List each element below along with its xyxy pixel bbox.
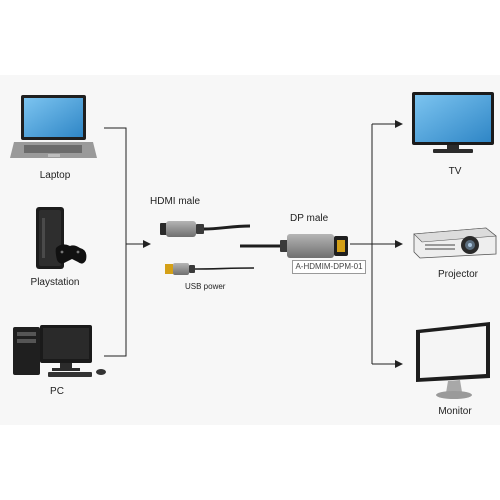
usb-power-cable xyxy=(165,263,255,275)
output-bracket-line xyxy=(350,120,403,368)
source-bracket-line xyxy=(104,127,151,357)
dp-male-label: DP male xyxy=(290,213,329,224)
game-console-icon xyxy=(36,207,87,269)
dp-adapter xyxy=(239,234,348,258)
pc-label: PC xyxy=(50,386,64,397)
desktop-pc-icon xyxy=(13,325,106,377)
projector-icon xyxy=(413,227,497,259)
hdmi-male-label: HDMI male xyxy=(150,196,201,207)
laptop-icon xyxy=(10,95,97,158)
monitor-icon xyxy=(416,322,490,399)
model-code-label: A-HDMIM-DPM-01 xyxy=(292,260,366,274)
projector-label: Projector xyxy=(437,269,479,280)
monitor-label: Monitor xyxy=(438,406,472,417)
playstation-label: Playstation xyxy=(30,277,80,288)
usb-power-label: USB power xyxy=(185,282,226,291)
tv-icon xyxy=(412,92,494,153)
hdmi-cable xyxy=(160,221,251,237)
laptop-label: Laptop xyxy=(39,170,71,181)
tv-label: TV xyxy=(448,166,462,177)
